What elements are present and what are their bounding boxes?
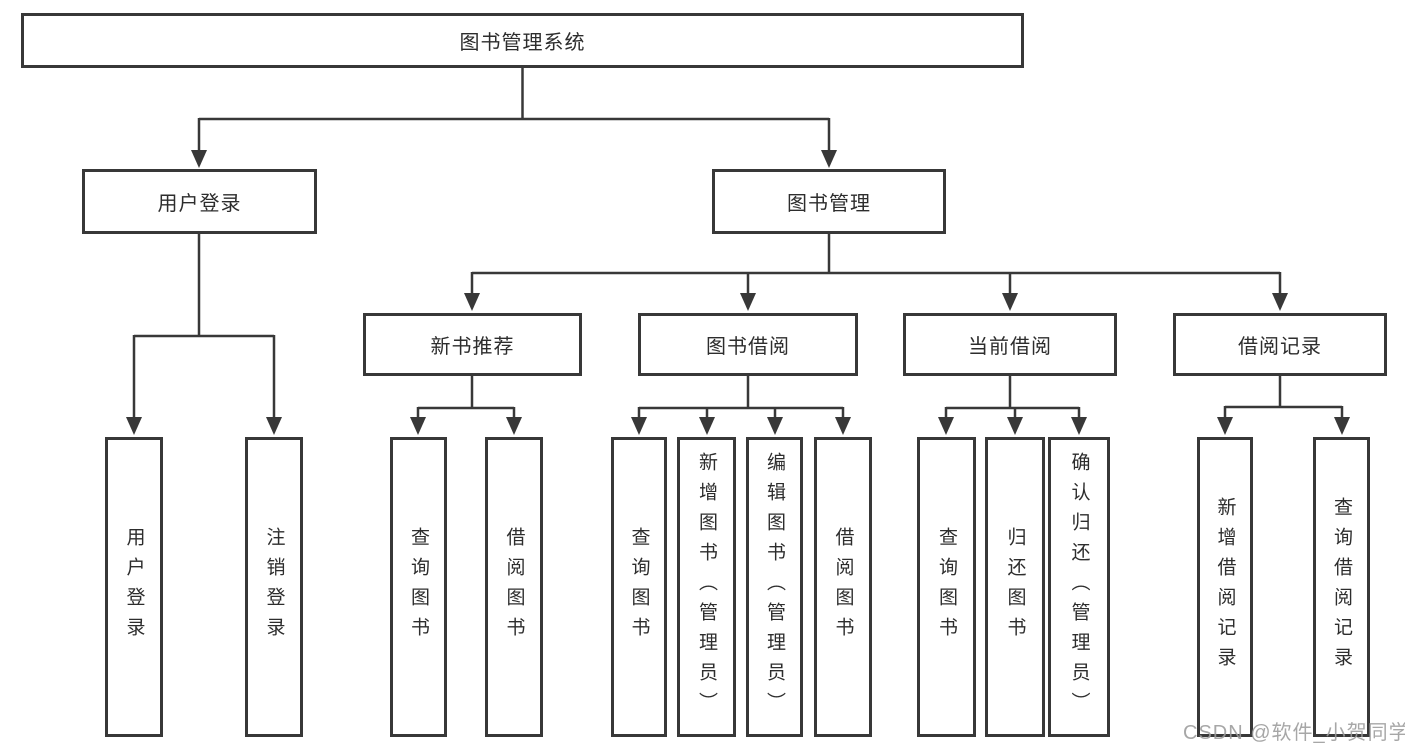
node-book-management-label: 图书管理 [787, 193, 871, 215]
leaf-add-borrow-record-label: 新增借阅记录 [1214, 497, 1236, 677]
leaf-query-borrow-record: 查询借阅记录 [1313, 437, 1370, 737]
leaf-return-book-label: 归还图书 [1004, 527, 1026, 647]
node-new-book-recommend-label: 新书推荐 [430, 336, 515, 358]
leaf-add-borrow-record: 新增借阅记录 [1197, 437, 1253, 737]
node-root: 图书管理系统 [21, 13, 1024, 68]
node-current-borrow: 当前借阅 [903, 313, 1117, 376]
leaf-borrow-books-recommend: 借阅图书 [485, 437, 543, 737]
leaf-confirm-return-admin: 确认归还（管理员） [1048, 437, 1110, 737]
leaf-query-books-borrow-label: 查询图书 [628, 527, 650, 647]
leaf-query-books-recommend-label: 查询图书 [408, 527, 429, 647]
leaf-user-login-label: 用户登录 [123, 527, 145, 647]
leaf-add-book-admin: 新增图书（管理员） [677, 437, 736, 737]
node-book-borrow: 图书借阅 [638, 313, 858, 376]
node-user-login-label: 用户登录 [157, 193, 242, 215]
leaf-edit-book-admin: 编辑图书（管理员） [746, 437, 803, 737]
node-borrow-records: 借阅记录 [1173, 313, 1387, 376]
node-current-borrow-label: 当前借阅 [968, 336, 1052, 358]
leaf-borrow-books-label: 借阅图书 [832, 527, 854, 647]
leaf-logout-label: 注销登录 [263, 527, 285, 647]
leaf-query-books-current-label: 查询图书 [936, 527, 957, 647]
leaf-borrow-books-recommend-label: 借阅图书 [503, 527, 525, 647]
leaf-confirm-return-admin-label: 确认归还（管理员） [1068, 452, 1090, 722]
node-book-borrow-label: 图书借阅 [706, 336, 790, 358]
leaf-add-book-admin-label: 新增图书（管理员） [696, 452, 717, 722]
node-borrow-records-label: 借阅记录 [1238, 336, 1322, 358]
leaf-query-books-current: 查询图书 [917, 437, 976, 737]
node-book-management: 图书管理 [712, 169, 946, 234]
leaf-query-books-recommend: 查询图书 [390, 437, 447, 737]
leaf-borrow-books: 借阅图书 [814, 437, 872, 737]
leaf-query-borrow-record-label: 查询借阅记录 [1331, 497, 1352, 677]
node-root-label: 图书管理系统 [459, 32, 586, 54]
leaf-edit-book-admin-label: 编辑图书（管理员） [764, 452, 785, 722]
leaf-return-book: 归还图书 [985, 437, 1045, 737]
leaf-query-books-borrow: 查询图书 [611, 437, 667, 737]
leaf-logout: 注销登录 [245, 437, 303, 737]
node-new-book-recommend: 新书推荐 [363, 313, 582, 376]
csdn-watermark: CSDN @软件_小贺同学 [1183, 722, 1405, 744]
leaf-user-login: 用户登录 [105, 437, 163, 737]
node-user-login: 用户登录 [82, 169, 317, 234]
